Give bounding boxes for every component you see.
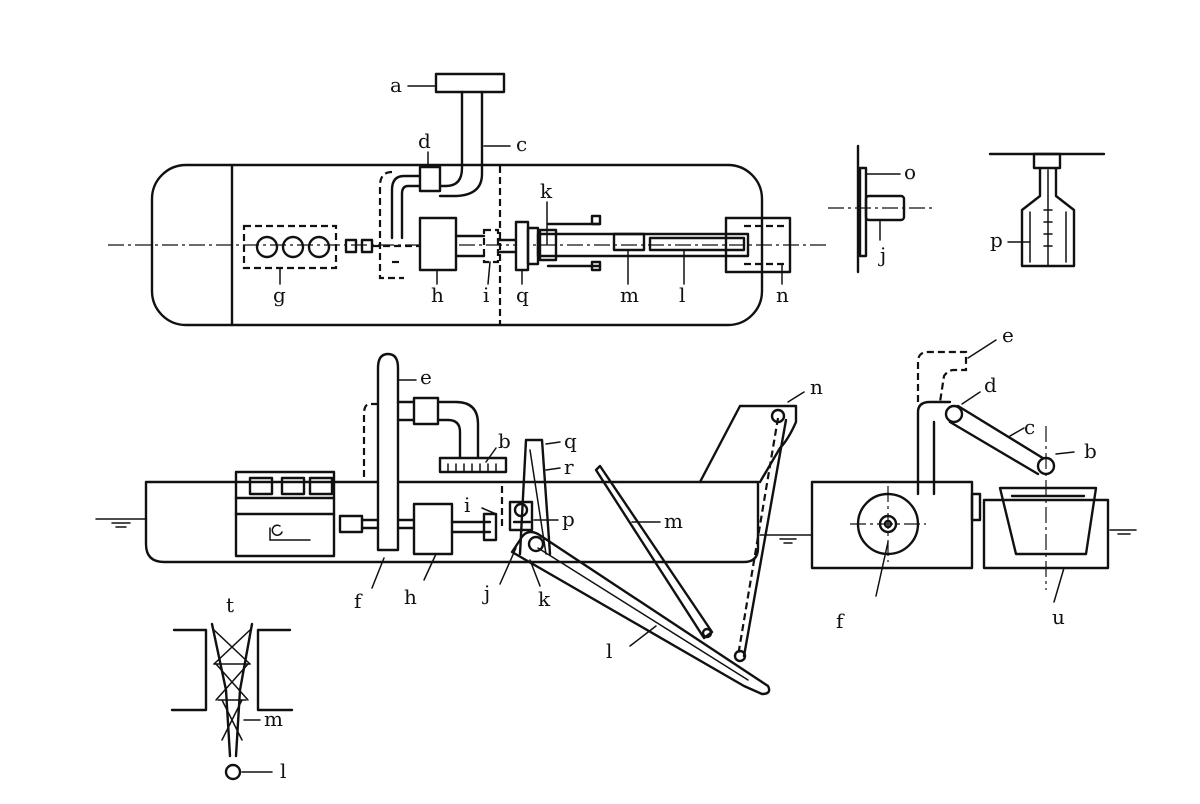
side-view: e b q r i p m n f h j k l — [95, 352, 823, 696]
block-m — [612, 232, 646, 252]
cutter-n — [724, 216, 792, 274]
label-h: h — [431, 283, 444, 307]
label-m-ladder: m — [264, 707, 283, 731]
winch-p — [508, 500, 534, 532]
label-c-end: c — [1024, 415, 1035, 439]
label-m-side: m — [664, 509, 683, 533]
label-k: k — [540, 179, 553, 203]
label-p-detail: p — [990, 228, 1003, 252]
label-h-side: h — [404, 585, 417, 609]
gantry-q — [518, 438, 552, 556]
label-i: i — [483, 283, 489, 307]
hopper-u — [982, 498, 1110, 570]
label-t: t — [226, 593, 234, 617]
label-e-end: e — [1002, 323, 1014, 347]
ladder-l — [510, 530, 771, 696]
label-k-side: k — [538, 587, 551, 611]
label-n: n — [776, 283, 789, 307]
pump-h — [418, 216, 458, 272]
label-r-side: r — [564, 455, 574, 479]
label-f-side: f — [354, 589, 363, 613]
label-b-end: b — [1084, 439, 1097, 463]
label-o: o — [904, 160, 916, 184]
strut-m — [594, 464, 714, 640]
label-l-side: l — [606, 639, 612, 663]
end-view: f e d c b u — [810, 323, 1137, 633]
label-c: c — [516, 132, 527, 156]
discharge-head-a — [434, 72, 506, 94]
ladder-detail: t m l — [170, 593, 294, 783]
detail-p: p — [988, 152, 1106, 268]
bucket-chain-m — [210, 622, 254, 758]
rod-l — [648, 236, 746, 252]
label-q: q — [516, 283, 529, 307]
coupling-d — [418, 165, 442, 193]
gear-i — [482, 228, 500, 264]
label-p-side: p — [562, 507, 575, 531]
label-d-end: d — [984, 373, 997, 397]
label-g: g — [273, 283, 286, 307]
side-hull — [144, 480, 760, 564]
arm-c — [948, 404, 1048, 476]
tumbler-l — [224, 763, 242, 781]
label-m: m — [620, 283, 639, 307]
label-q-side: q — [564, 429, 577, 453]
label-d: d — [418, 129, 431, 153]
engine-g — [242, 224, 338, 270]
detail-o-j: o j — [828, 144, 934, 274]
side-pump-h — [412, 502, 454, 556]
label-a: a — [390, 73, 402, 97]
pipe-c — [438, 90, 484, 198]
label-i-side: i — [464, 493, 470, 517]
label-l: l — [679, 283, 685, 307]
label-j-side: j — [482, 581, 490, 605]
label-l-ladder: l — [280, 759, 286, 783]
suction-pipe-f — [376, 352, 400, 552]
label-f-end: f — [836, 609, 845, 633]
screen-b — [438, 456, 508, 474]
plan-view: a c d k g h i q m l n — [108, 72, 826, 327]
flange-q — [514, 220, 530, 272]
label-j-detail: j — [878, 243, 886, 267]
label-n-side: n — [810, 375, 823, 399]
label-u-end: u — [1052, 605, 1065, 629]
label-e-side: e — [420, 365, 432, 389]
label-b-side: b — [498, 429, 511, 453]
end-hull — [810, 480, 974, 570]
